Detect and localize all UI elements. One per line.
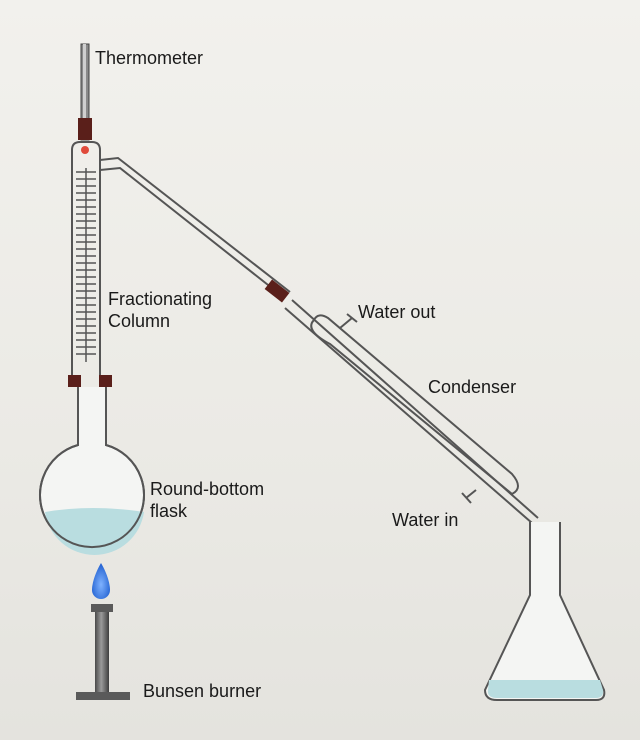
column-packing	[76, 168, 96, 362]
round-bottom-flask-label-line-2: flask	[150, 501, 188, 521]
erlenmeyer-flask	[483, 522, 606, 701]
thermometer	[78, 43, 92, 154]
water-out-label: Water out	[358, 302, 436, 322]
condenser	[264, 279, 539, 524]
column-stopper-left	[68, 375, 81, 387]
flame-icon	[92, 563, 110, 599]
fractionating-column-label-line-2: Column	[108, 311, 171, 331]
water-in-label: Water in	[392, 510, 459, 530]
round-bottom-flask	[39, 387, 145, 555]
fractionating-column	[71, 141, 291, 375]
fractionating-column-label-line-1: Fractionating	[108, 289, 213, 309]
fractionating-column-label: Fractionating Column	[108, 288, 212, 332]
thermometer-label: Thermometer	[95, 48, 204, 68]
round-bottom-flask-label: Round-bottom flask	[150, 478, 264, 522]
condenser-label: Condenser	[428, 377, 517, 397]
column-stopper-right	[99, 375, 112, 387]
bunsen-burner	[76, 563, 130, 700]
round-bottom-flask-label-line-1: Round-bottom	[150, 479, 265, 499]
bunsen-burner-label: Bunsen burner	[143, 681, 262, 701]
